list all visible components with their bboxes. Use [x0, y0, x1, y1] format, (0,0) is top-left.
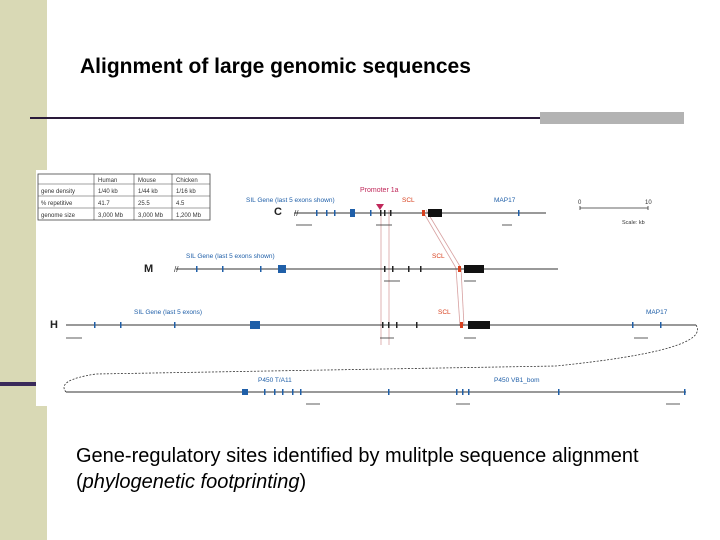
caption-text: Gene-regulatory sites identified by muli…: [76, 445, 639, 493]
table-cell: 41.7: [98, 201, 110, 207]
slide-caption: Gene-regulatory sites identified by muli…: [76, 443, 696, 495]
svg-text://: //: [174, 265, 179, 274]
svg-text://: //: [294, 209, 299, 218]
table-header-chicken: Chicken: [176, 178, 198, 184]
left-accent-stripe: [0, 382, 46, 386]
alignment-diagram: Human Mouse Chicken gene density 1/40 kb…: [37, 173, 698, 405]
caption-emphasis: phylogenetic footprinting: [82, 471, 300, 493]
species-label-h: H: [50, 319, 58, 331]
table-header-human: Human: [98, 178, 117, 184]
species-label-c: C: [274, 206, 282, 218]
table-cell: 1/44 kb: [138, 189, 158, 195]
gene-label-p450-b: P450 VB1_bom: [494, 377, 540, 384]
gene-label-map17-h: MAP17: [646, 309, 668, 316]
caption-closing: ): [299, 471, 307, 493]
gene-label-p450-a: P450 T/A11: [258, 377, 292, 384]
table-cell: 1/40 kb: [98, 189, 118, 195]
table-cell: 1/16 kb: [176, 189, 196, 195]
table-cell: 3,000 Mb: [98, 213, 124, 219]
title-underline: [30, 117, 550, 119]
scale-left-label: 0: [578, 200, 582, 206]
table-cell: % repetitive: [41, 201, 73, 207]
human-sequence-track: [66, 321, 696, 339]
mouse-sequence-track: //: [174, 265, 558, 282]
gene-label-sil-c: SIL Gene (last 5 exons shown): [246, 197, 335, 204]
gene-label-scl-m: SCL: [432, 253, 445, 260]
title-underline-accent: [540, 112, 684, 124]
table-cell: 25.5: [138, 201, 150, 207]
promoter-label: Promoter 1a: [360, 187, 399, 194]
table-cell: 4.5: [176, 201, 185, 207]
genome-comparison-table: Human Mouse Chicken gene density 1/40 kb…: [37, 173, 211, 221]
chicken-sequence-track: //: [294, 209, 546, 226]
gene-label-sil-m: SIL Gene (last 5 exons shown): [186, 253, 275, 260]
table-cell: 3,000 Mb: [138, 213, 164, 219]
scale-unit-label: Scale: kb: [622, 220, 645, 226]
gene-label-scl-h: SCL: [438, 309, 451, 316]
gene-label-scl-c: SCL: [402, 197, 415, 204]
promoter-marker-icon: [376, 204, 384, 210]
table-cell: genome size: [41, 213, 76, 219]
scale-bar: 0 10 Scale: kb: [578, 200, 652, 226]
table-header-mouse: Mouse: [138, 178, 157, 184]
slide-title: Alignment of large genomic sequences: [80, 55, 471, 78]
species-label-m: M: [144, 263, 153, 275]
gene-label-sil-h: SIL Gene (last 5 exons): [134, 309, 202, 316]
scale-right-label: 10: [645, 200, 652, 206]
p450-sequence-track: [63, 324, 698, 405]
table-cell: gene density: [41, 189, 75, 195]
genomic-alignment-figure: Human Mouse Chicken gene density 1/40 kb…: [36, 170, 702, 406]
gene-label-map17-c: MAP17: [494, 197, 516, 204]
table-cell: 1,200 Mb: [176, 213, 202, 219]
